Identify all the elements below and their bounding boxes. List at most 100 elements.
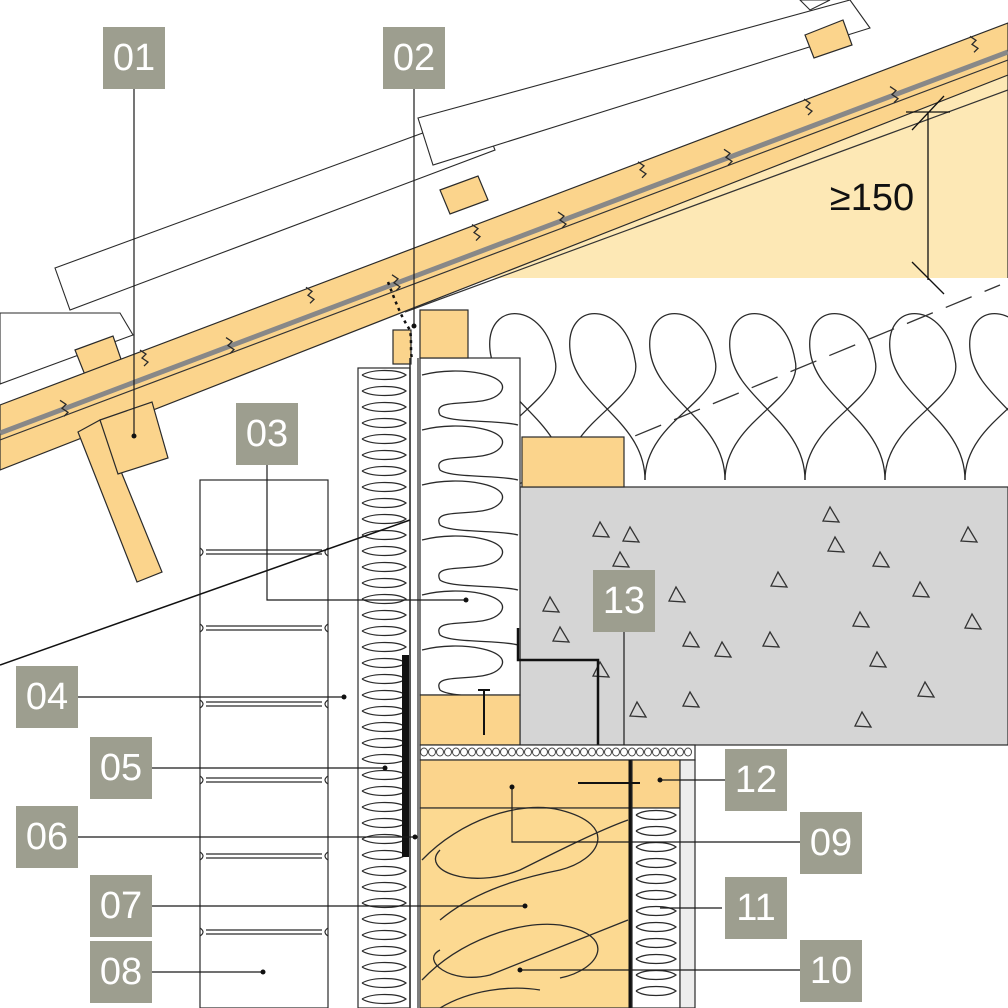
cladding-slope-line (0, 519, 411, 666)
board-joint (139, 349, 150, 367)
dimension-label: ≥150 (830, 177, 914, 219)
wall-membrane-strip (402, 655, 409, 857)
gasket-cell (508, 747, 516, 757)
callout-06: 06 (16, 806, 78, 868)
plasterboard-lining (679, 759, 696, 1008)
ceiling-insulation-loops (484, 313, 1008, 481)
svg-text:05: 05 (100, 747, 142, 789)
aggregate (911, 580, 931, 598)
blanket-wave-lines (421, 806, 629, 1008)
insulation-loop (635, 905, 678, 917)
insulation-loop (361, 641, 408, 653)
gasket-cell (668, 747, 676, 757)
gasket-cell (420, 747, 428, 757)
insulation-loop (484, 313, 566, 481)
callout-10: 10 (800, 940, 862, 1002)
insulation-loop (361, 897, 408, 909)
brick-joint (199, 623, 329, 633)
insulation-loop (644, 313, 726, 481)
board-joint (471, 224, 482, 242)
gasket-cell (620, 747, 628, 757)
svg-text:01: 01 (113, 37, 155, 79)
aggregate (868, 650, 888, 668)
wall-cavity-insulation (419, 357, 521, 696)
svg-text:13: 13 (603, 580, 645, 622)
insulation-loop (635, 921, 678, 933)
insulation-loop (361, 929, 408, 941)
insulation-loop (635, 969, 678, 981)
insulation-loop (361, 401, 408, 413)
callout-12: 12 (725, 749, 787, 811)
svg-text:12: 12 (735, 759, 777, 801)
insulation-loop (635, 809, 678, 821)
aggregate (761, 630, 781, 648)
gasket-cell (644, 747, 652, 757)
leader-dots (131, 323, 663, 975)
insulation-loop (804, 313, 886, 481)
svg-text:03: 03 (246, 413, 288, 455)
aggregate (821, 505, 841, 523)
roof-tiles (0, 0, 871, 385)
insulation-loop (361, 529, 408, 541)
gasket-cell (484, 747, 492, 757)
aggregate (667, 585, 687, 603)
insulation-loop (361, 513, 408, 525)
roof-board-joints (59, 35, 980, 417)
aggregate (963, 612, 983, 630)
eaves-block-large (419, 309, 469, 359)
insulation-loop (361, 961, 408, 973)
fixing-screw (478, 689, 490, 735)
steel-angle-bracket (516, 628, 600, 752)
aggregate (681, 690, 701, 708)
insulation-loop (361, 433, 408, 445)
aggregate (826, 535, 846, 553)
aggregate (916, 680, 936, 698)
board-joint (225, 337, 236, 355)
svg-text:10: 10 (810, 950, 852, 992)
board-joint (889, 86, 900, 104)
gasket-cell (500, 747, 508, 757)
board-joint (969, 35, 980, 53)
insulation-loop (361, 561, 408, 573)
insulation-loop (884, 313, 966, 481)
gasket-cell (580, 747, 588, 757)
callout-13: 13 (593, 570, 655, 632)
insulation-loop (635, 937, 678, 949)
gasket-cell (652, 747, 660, 757)
gasket-cell (436, 747, 444, 757)
gasket-cell (468, 747, 476, 757)
insulation-loop (361, 497, 408, 509)
insulation-loop (421, 535, 519, 591)
insulation-loop (361, 545, 408, 557)
aggregate (591, 660, 611, 678)
aggregate (853, 710, 873, 728)
board-joint (557, 211, 568, 229)
board-joint (723, 148, 734, 166)
aggregate (713, 640, 733, 658)
insulation-loop (361, 977, 408, 989)
insulation-loop (361, 865, 408, 877)
insulation-loop (361, 593, 408, 605)
gasket-cell (556, 747, 564, 757)
gasket-cell (636, 747, 644, 757)
svg-text:06: 06 (26, 816, 68, 858)
leader-lines (78, 87, 802, 973)
gasket-cell (628, 747, 636, 757)
insulation-loop (361, 609, 408, 621)
insulation-loop (421, 590, 519, 646)
callout-09: 09 (800, 812, 862, 874)
aggregate (851, 610, 871, 628)
brick-joint (199, 547, 329, 557)
gasket-cell (460, 747, 468, 757)
gasket-cell (684, 747, 692, 757)
sole-plate-timber (419, 694, 521, 746)
insulation-loop (361, 577, 408, 589)
brick-joint (199, 851, 329, 861)
gasket-cell (604, 747, 612, 757)
masonry-cladding (199, 479, 329, 1008)
roof-underlay-membrane (0, 49, 1008, 436)
callout-04: 04 (16, 666, 78, 728)
rafter-tail (77, 419, 163, 583)
insulation-loop (421, 480, 519, 536)
insulation-loop (361, 625, 408, 637)
